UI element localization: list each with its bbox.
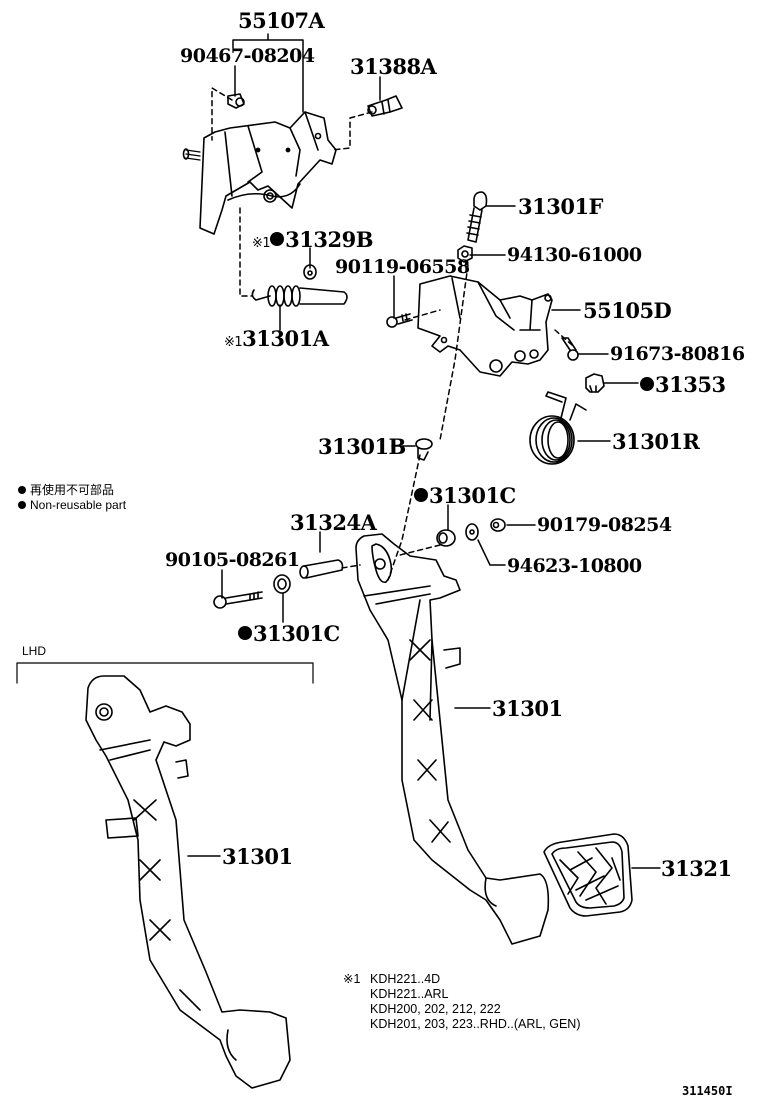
part-label-31301-lhd[interactable]: 31301	[222, 844, 293, 869]
clip-31329B	[303, 264, 317, 280]
part-number: 31353	[655, 372, 726, 397]
part-label-31353[interactable]: 31353	[640, 374, 726, 395]
legend-row-en: Non-reusable part	[18, 498, 126, 513]
part-label-55105D[interactable]: 55105D	[583, 298, 672, 323]
part-label-31301B[interactable]: 31301B	[318, 434, 406, 459]
legend: 再使用不可部品 Non-reusable part	[18, 483, 126, 513]
stopper-31301B	[415, 438, 433, 461]
pedal-31301-lhd	[85, 675, 291, 1089]
part-label-31324A[interactable]: 31324A	[290, 510, 377, 535]
non-reusable-marker-icon	[414, 488, 428, 502]
pedal-31301-rhd	[355, 533, 550, 945]
footnote: ※1 KDH221..4D KDH221..ARL KDH200, 202, 21…	[343, 972, 581, 1032]
non-reusable-marker-icon	[640, 377, 654, 391]
part-label-31388A[interactable]: 31388A	[350, 54, 437, 79]
part-label-31301C-lower[interactable]: 31301C	[238, 623, 340, 644]
bushing-31301C-upper	[436, 529, 456, 547]
part-label-31301C-upper[interactable]: 31301C	[414, 485, 516, 506]
nut-90179-08254	[490, 518, 506, 532]
part-label-31321[interactable]: 31321	[661, 856, 732, 881]
part-number: 31301A	[242, 326, 329, 351]
part-label-90119-06558[interactable]: 90119-06558	[335, 256, 470, 278]
part-label-90105-08261[interactable]: 90105-08261	[165, 549, 300, 571]
bolt-91673-80816	[561, 337, 579, 361]
part-label-31301R[interactable]: 31301R	[612, 429, 700, 454]
part-label-31301A[interactable]: ※131301A	[224, 328, 329, 349]
footnote-ref-mark: ※1	[252, 236, 271, 251]
washer-94623-10800	[465, 523, 479, 541]
pedal-pad-31321	[543, 833, 633, 917]
leader-lines	[16, 33, 661, 869]
footnote-text: KDH221..4D	[370, 972, 441, 986]
bushing-31301C-lower	[273, 574, 291, 594]
part-label-90467-08204[interactable]: 90467-08204	[180, 45, 315, 67]
non-reusable-marker-icon	[238, 626, 252, 640]
bracket-55107A	[182, 111, 337, 235]
part-label-90179-08254[interactable]: 90179-08254	[537, 514, 672, 536]
assembly-dashed-lines	[211, 87, 573, 581]
illustration-code: 311450I	[682, 1084, 733, 1098]
lhd-label: LHD	[22, 644, 47, 658]
non-reusable-marker-icon	[18, 486, 26, 494]
return-spring-31301R	[529, 391, 587, 465]
spring-31301A	[251, 285, 348, 307]
bracket-55105D	[417, 275, 553, 377]
non-reusable-marker-icon	[18, 501, 26, 509]
part-label-31301-rhd[interactable]: 31301	[492, 696, 563, 721]
legend-row-jp: 再使用不可部品	[18, 483, 126, 498]
cushion-31353	[585, 373, 605, 393]
collar-31324A	[299, 559, 344, 579]
part-label-55107A[interactable]: 55107A	[238, 8, 325, 33]
bolt-31301F	[466, 191, 488, 243]
part-label-31329B[interactable]: ※1 31329B	[252, 229, 373, 250]
part-number: 31301C	[429, 483, 516, 508]
non-reusable-marker-icon	[270, 232, 285, 246]
part-label-91673-80816[interactable]: 91673-80816	[610, 343, 745, 365]
part-label-94623-10800[interactable]: 94623-10800	[507, 555, 642, 577]
nut-94130-61000	[457, 245, 473, 263]
bolt-90105-08261	[213, 591, 263, 609]
part-label-31301F[interactable]: 31301F	[518, 194, 603, 219]
footnote-row: ※1 KDH221..4D	[343, 972, 581, 987]
switch-31388A	[367, 95, 403, 117]
legend-text-en: Non-reusable part	[30, 498, 127, 512]
bolt-90119-06558	[386, 313, 413, 328]
legend-text-jp: 再使用不可部品	[30, 483, 115, 497]
footnote-row: KDH200, 202, 212, 222	[370, 1002, 501, 1016]
clip-90467-08204	[227, 93, 245, 109]
footnote-mark: ※1	[343, 972, 361, 986]
footnote-row: KDH221..ARL	[370, 987, 449, 1001]
part-label-94130-61000[interactable]: 94130-61000	[507, 244, 642, 266]
part-number: 31329B	[285, 227, 373, 252]
part-number: 31301C	[253, 621, 340, 646]
footnote-row: KDH201, 203, 223..RHD..(ARL, GEN)	[370, 1017, 581, 1031]
footnote-ref-mark: ※1	[224, 335, 243, 350]
